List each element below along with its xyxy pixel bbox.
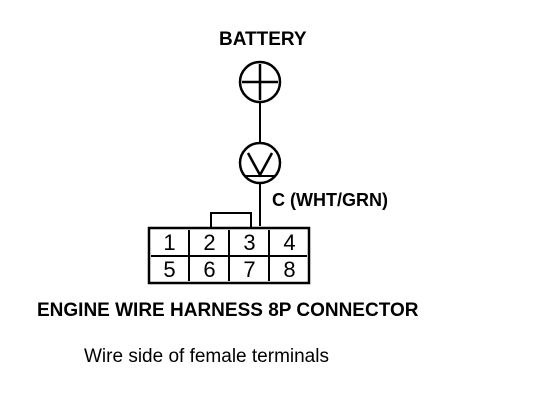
wire-color-label: C (WHT/GRN) — [272, 190, 388, 210]
pin-8: 8 — [283, 257, 296, 282]
connector-lock-tab — [210, 212, 252, 229]
pin-6: 6 — [203, 257, 216, 282]
pin-1: 1 — [163, 230, 176, 255]
pin-4: 4 — [283, 230, 296, 255]
pin-2: 2 — [203, 230, 216, 255]
pin-7: 7 — [243, 257, 256, 282]
battery-label: BATTERY — [219, 29, 307, 50]
voltmeter-icon — [238, 141, 282, 185]
battery-positive-icon — [238, 60, 282, 104]
pin-5: 5 — [163, 257, 176, 282]
connector-title: ENGINE WIRE HARNESS 8P CONNECTOR — [37, 300, 419, 321]
pin-3: 3 — [243, 230, 256, 255]
connector-body — [147, 226, 311, 285]
view-note: Wire side of female terminals — [84, 346, 329, 367]
